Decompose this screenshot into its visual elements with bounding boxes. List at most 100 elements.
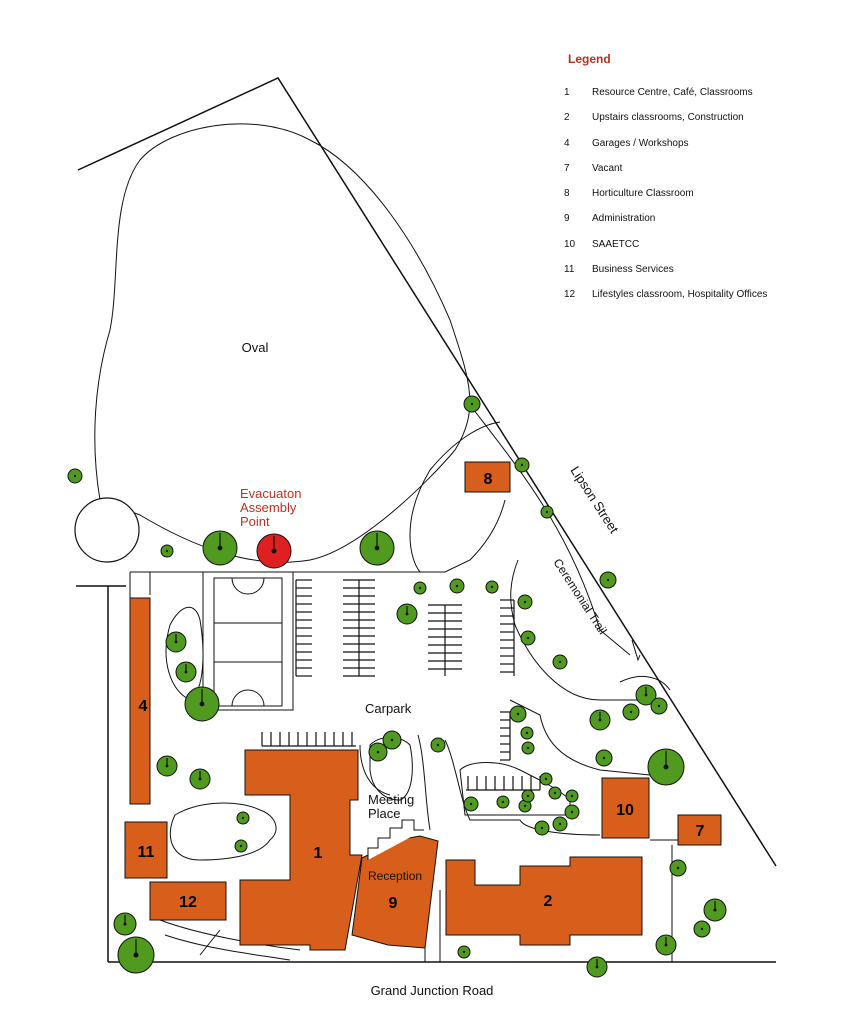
legend-item: 7 Vacant <box>560 162 840 187</box>
meeting-place-label-1: Meeting <box>368 792 414 807</box>
tree-icon <box>165 631 187 653</box>
building-1-number: 1 <box>314 845 323 862</box>
tree-icon <box>534 820 550 836</box>
legend-item-text: Garages / Workshops <box>592 137 689 149</box>
legend-item: 12 Lifestyles classroom, Hospitality Offi… <box>560 288 840 313</box>
tree-icon <box>463 395 481 413</box>
tree-icon <box>430 737 446 753</box>
meeting-place-label-2: Place <box>368 806 401 821</box>
tree-icon <box>184 686 220 722</box>
legend-item-text: Lifestyles classroom, Hospitality Office… <box>592 289 768 301</box>
oval-label: Oval <box>242 340 269 355</box>
tree-icon <box>156 755 178 777</box>
buildings <box>124 461 722 951</box>
building-2-number: 2 <box>544 893 553 910</box>
building-4[interactable] <box>129 597 151 805</box>
paths <box>129 404 700 962</box>
tree-icon <box>234 839 248 853</box>
tree-icon <box>647 748 685 786</box>
tree-icon <box>589 709 611 731</box>
tree-icon <box>599 571 617 589</box>
tree-icon <box>514 457 530 473</box>
tree-icon <box>359 530 395 566</box>
building-numbers: 1 9 2 4 11 12 10 7 8 <box>138 471 705 912</box>
tree-icon <box>457 945 471 959</box>
tree-icon <box>189 768 211 790</box>
ceremonial-trail-label: Ceremonial Trail <box>550 556 609 637</box>
tree-icon <box>496 795 510 809</box>
sports-court <box>202 571 294 711</box>
tree-icon <box>202 530 238 566</box>
carpark-label: Carpark <box>365 701 412 716</box>
grand-junction-road-label: Grand Junction Road <box>371 983 494 998</box>
tree-icon <box>586 956 608 978</box>
building-2[interactable] <box>445 856 643 946</box>
building-12-number: 12 <box>179 894 197 911</box>
legend-item-number: 1 <box>564 87 570 98</box>
legend-item-text: Business Services <box>592 264 674 276</box>
building-9[interactable] <box>351 835 439 949</box>
tree-icon <box>655 934 677 956</box>
tree-icon <box>175 661 197 683</box>
legend-item-number: 9 <box>564 213 570 225</box>
building-8[interactable] <box>464 461 511 493</box>
reception-label: Reception <box>368 869 422 883</box>
legend: Legend 1 Resource Centre, Café, Classroom… <box>560 52 840 314</box>
legend-title: Legend <box>568 52 611 66</box>
tree-icon <box>113 912 137 936</box>
legend-item: 4 Garages / Workshops <box>560 137 840 162</box>
tree-icon <box>521 741 535 755</box>
tree-icon <box>669 859 687 877</box>
building-4-number: 4 <box>139 698 148 715</box>
legend-item-number: 10 <box>564 238 576 250</box>
tree-icon <box>509 705 527 723</box>
building-11[interactable] <box>124 821 168 879</box>
tree-icon <box>236 811 250 825</box>
legend-item-number: 12 <box>564 289 576 301</box>
site-boundary <box>76 77 777 963</box>
legend-item-number: 7 <box>564 162 570 174</box>
building-7-number: 7 <box>696 823 705 840</box>
tree-icon <box>565 789 579 803</box>
legend-item-text: Administration <box>592 213 656 225</box>
tree-icon <box>521 789 535 803</box>
legend-item-number: 4 <box>564 137 570 149</box>
legend-item-number: 11 <box>564 264 575 276</box>
tree-icon <box>548 786 562 800</box>
tree-icon <box>540 505 554 519</box>
tree-icon <box>539 772 553 786</box>
building-12[interactable] <box>149 881 227 921</box>
assembly-point-tree-icon <box>256 533 292 569</box>
tree-icon <box>520 726 534 740</box>
building-7[interactable] <box>677 814 722 846</box>
tree-icon <box>368 742 388 762</box>
building-11-number: 11 <box>138 844 155 861</box>
tree-icon <box>463 796 479 812</box>
assembly-point-label-2: Assembly <box>240 500 297 515</box>
tree-icon <box>650 697 668 715</box>
meeting-place-steps <box>367 819 424 860</box>
tree-icon <box>622 703 640 721</box>
tree-icon <box>160 544 174 558</box>
tree-icon <box>595 749 613 767</box>
tree-icon <box>693 920 711 938</box>
tree-icon <box>517 594 533 610</box>
legend-item-text: Vacant <box>592 162 623 174</box>
carpark-bays <box>261 579 541 791</box>
tree-icon <box>552 816 568 832</box>
legend-item-text: Resource Centre, Café, Classrooms <box>592 87 753 98</box>
tree-icon <box>382 730 402 750</box>
lipson-street-label: Lipson Street <box>567 463 622 536</box>
assembly-point-label-1: Evacuaton <box>240 486 301 501</box>
building-10[interactable] <box>601 777 650 839</box>
tree-icon <box>552 654 568 670</box>
tree-icon <box>67 468 83 484</box>
roundabout-circle <box>74 497 140 563</box>
building-1[interactable] <box>239 749 363 951</box>
legend-item: 9 Administration <box>560 212 840 237</box>
tree-icon <box>485 580 499 594</box>
building-8-number: 8 <box>484 471 493 488</box>
trees <box>67 395 727 978</box>
